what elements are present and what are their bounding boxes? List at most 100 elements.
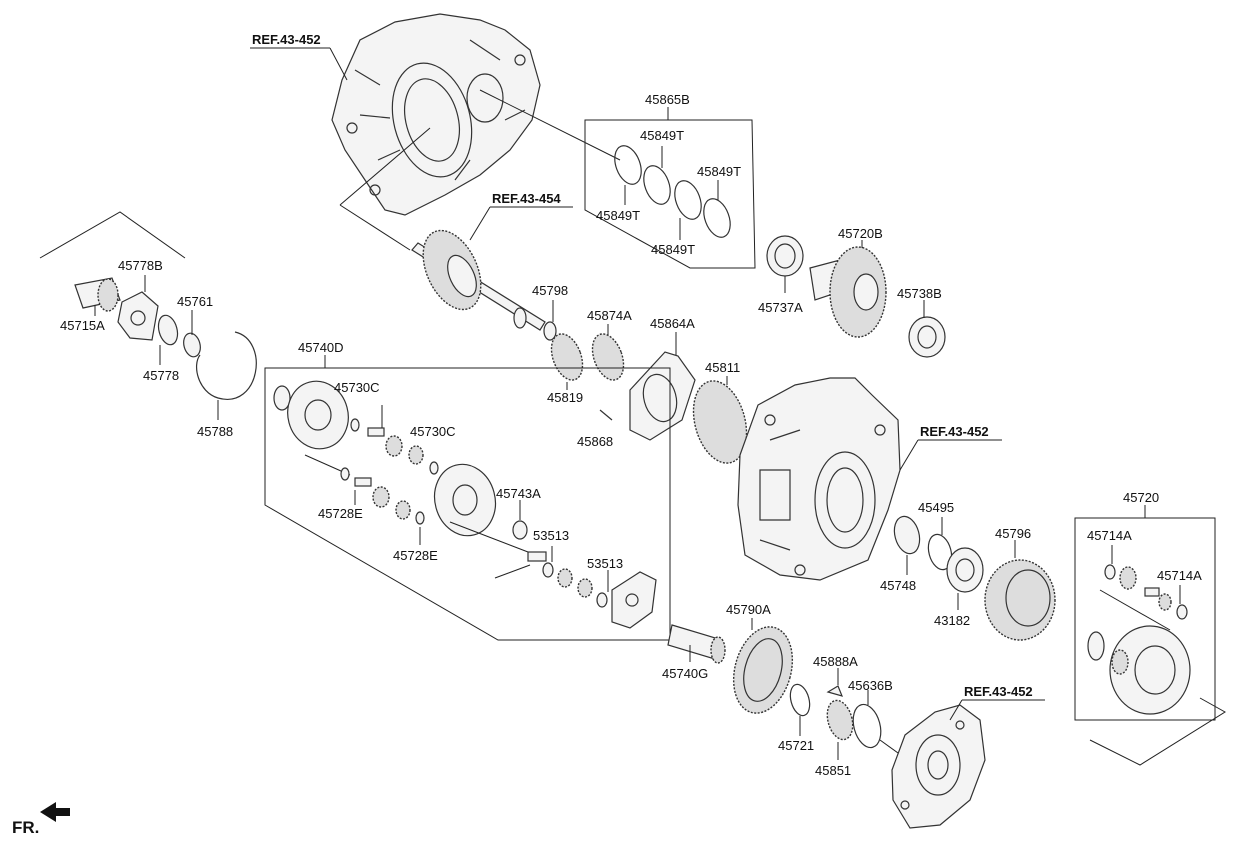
cover-plate-45864A xyxy=(629,351,696,441)
label-45761[interactable]: 45761 xyxy=(177,294,213,309)
ring-gear-45790A xyxy=(732,626,794,714)
label-45888A[interactable]: 45888A xyxy=(813,654,858,669)
transmission-case-right xyxy=(737,377,901,581)
bearing-f xyxy=(577,578,593,598)
label-45720[interactable]: 45720 xyxy=(1123,490,1159,505)
pin-53513 xyxy=(527,551,547,562)
label-45740G[interactable]: 45740G xyxy=(662,666,708,681)
pinion-45714A xyxy=(1119,566,1137,590)
label-45737A[interactable]: 45737A xyxy=(758,300,803,315)
label-45495[interactable]: 45495 xyxy=(918,500,954,515)
washer-53513-b xyxy=(596,592,608,608)
label-53513-1[interactable]: 53513 xyxy=(533,528,569,543)
carrier-plate-end xyxy=(611,571,657,629)
bearing-45761 xyxy=(183,332,201,358)
fr-label: FR. xyxy=(12,818,39,837)
label-45738B[interactable]: 45738B xyxy=(897,286,942,301)
label-45865B[interactable]: 45865B xyxy=(645,92,690,107)
label-45714A-1[interactable]: 45714A xyxy=(1087,528,1132,543)
label-45636B[interactable]: 45636B xyxy=(848,678,893,693)
label-45798[interactable]: 45798 xyxy=(532,283,568,298)
washer-45714A-b xyxy=(1176,604,1188,620)
seal-45748 xyxy=(893,515,921,555)
label-45743A[interactable]: 45743A xyxy=(496,486,541,501)
label-45849T-2[interactable]: 45849T xyxy=(697,164,741,179)
bearing-45737A xyxy=(766,235,804,277)
differential-case-45720 xyxy=(1109,625,1191,715)
gear-45811 xyxy=(692,380,748,464)
bearing-b xyxy=(408,445,424,465)
label-45715A[interactable]: 45715A xyxy=(60,318,105,333)
bearing-e xyxy=(557,568,573,588)
washer-45730C-a xyxy=(350,418,360,432)
bearing-c xyxy=(372,486,390,508)
label-45851[interactable]: 45851 xyxy=(815,763,851,778)
washer-45728E-a xyxy=(340,467,350,481)
pinion-45714A-b xyxy=(1158,593,1172,611)
ring-45788 xyxy=(196,331,257,400)
label-45819[interactable]: 45819 xyxy=(547,390,583,405)
synchro-45819 xyxy=(550,333,584,381)
front-direction-indicator: FR. xyxy=(12,802,70,837)
washer-45720 xyxy=(1087,631,1105,661)
cover-housing-bottom xyxy=(891,704,986,829)
label-45811[interactable]: 45811 xyxy=(705,360,740,375)
plate-43182 xyxy=(946,547,984,593)
label-45849T-3[interactable]: 45849T xyxy=(596,208,640,223)
bearing-a xyxy=(385,435,403,457)
label-53513-2[interactable]: 53513 xyxy=(587,556,623,571)
label-45874A[interactable]: 45874A xyxy=(587,308,632,323)
label-45730C-1[interactable]: 45730C xyxy=(334,380,380,395)
carrier-plate-45740D xyxy=(287,380,349,450)
label-45864A[interactable]: 45864A xyxy=(650,316,695,331)
label-45790A[interactable]: 45790A xyxy=(726,602,771,617)
washer-45730C-b xyxy=(429,461,439,475)
washer-53513-a xyxy=(542,562,554,578)
pin-45730C xyxy=(367,427,385,437)
bearing-45738B xyxy=(908,316,946,358)
label-45740D[interactable]: 45740D xyxy=(298,340,344,355)
label-43182[interactable]: 43182 xyxy=(934,613,970,628)
ref-43-452-top[interactable]: REF.43-452 xyxy=(252,32,321,47)
shaft-45715A xyxy=(74,277,121,312)
ref-43-452-right[interactable]: REF.43-452 xyxy=(920,424,989,439)
label-45849T-1[interactable]: 45849T xyxy=(640,128,684,143)
label-45714A-2[interactable]: 45714A xyxy=(1157,568,1202,583)
bearing-45851 xyxy=(826,699,854,741)
snap-ring-45721 xyxy=(789,683,811,717)
washer-45743A xyxy=(512,520,528,540)
ring-45874A xyxy=(591,333,625,381)
differential-gear-45720B xyxy=(809,246,887,338)
clip-45888A xyxy=(826,685,844,697)
carrier-45740D-main xyxy=(433,463,497,537)
transmission-case-top xyxy=(331,13,541,216)
label-45788[interactable]: 45788 xyxy=(197,424,233,439)
label-45720B[interactable]: 45720B xyxy=(838,226,883,241)
drum-45796 xyxy=(984,559,1056,641)
pin-45728E xyxy=(354,477,372,487)
arrow-left-icon xyxy=(40,802,70,822)
label-45728E-1[interactable]: 45728E xyxy=(318,506,363,521)
input-shaft xyxy=(411,229,546,331)
ref-43-452-bottom[interactable]: REF.43-452 xyxy=(964,684,1033,699)
shaft-45740G xyxy=(667,624,726,664)
label-45796[interactable]: 45796 xyxy=(995,526,1031,541)
label-45778B[interactable]: 45778B xyxy=(118,258,163,273)
label-45849T-4[interactable]: 45849T xyxy=(651,242,695,257)
washer-45740D-a xyxy=(273,385,291,411)
label-45778[interactable]: 45778 xyxy=(143,368,179,383)
seal-45778 xyxy=(157,314,179,346)
label-45728E-2[interactable]: 45728E xyxy=(393,548,438,563)
label-45748[interactable]: 45748 xyxy=(880,578,916,593)
cover-45778B xyxy=(117,291,159,341)
ref-43-454[interactable]: REF.43-454 xyxy=(492,191,561,206)
label-45868[interactable]: 45868 xyxy=(577,434,613,449)
label-45730C-2[interactable]: 45730C xyxy=(410,424,456,439)
pin-45714A xyxy=(1144,587,1160,597)
label-45721[interactable]: 45721 xyxy=(778,738,814,753)
washer-45728E-b xyxy=(415,511,425,525)
washer-45798 xyxy=(543,321,557,341)
bolt-45868 xyxy=(599,409,613,421)
snap-rings-45849T xyxy=(614,145,731,238)
